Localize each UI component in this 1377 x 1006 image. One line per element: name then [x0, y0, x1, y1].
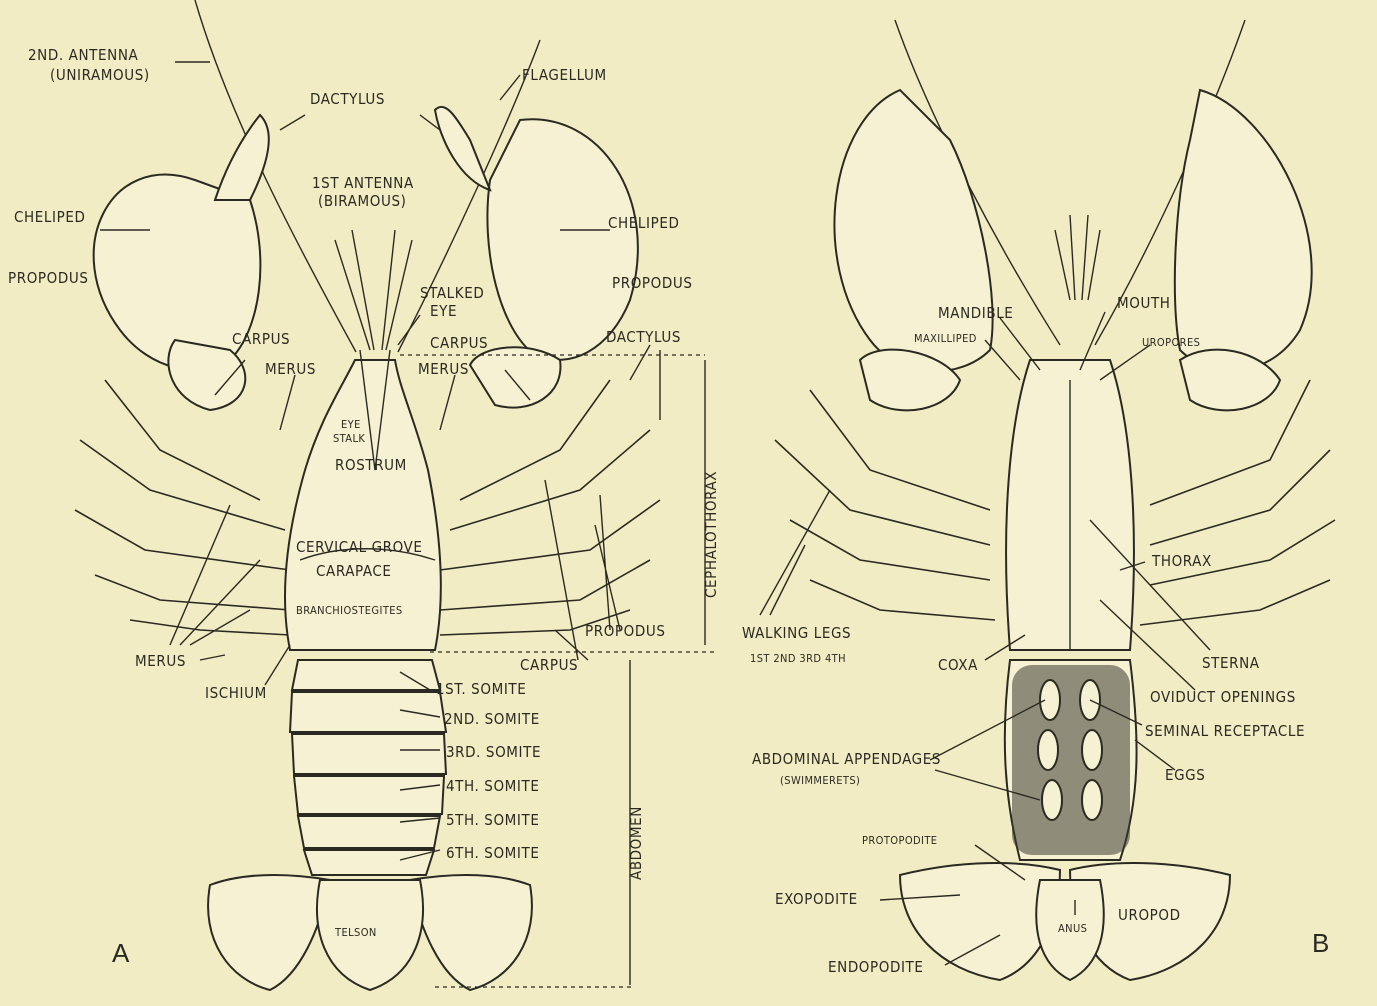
antenna1-drawing	[335, 230, 412, 350]
leg-right-2	[450, 430, 650, 530]
b-right-claw-drawing	[1175, 90, 1312, 370]
label-protopodite: PROTOPODITE	[862, 834, 937, 847]
label-dactylus-top: DACTYLUS	[310, 90, 385, 108]
label-cheliped-right: CHELIPED	[608, 214, 679, 232]
leader-ischium	[265, 645, 290, 685]
b-leg-left-4	[810, 580, 995, 620]
label-carpus-left: CARPUS	[232, 330, 290, 348]
b-leg-right-2	[1150, 450, 1330, 545]
b-egg-mass-drawing	[1012, 665, 1130, 855]
label-cervical-grove: CERVICAL GROVE	[296, 538, 423, 556]
label-walking-legs-numbers: 1ST 2ND 3RD 4TH	[750, 652, 846, 665]
label-eggs: EGGS	[1165, 766, 1205, 784]
b-leader-walking-legs	[760, 490, 830, 615]
leader-merus-legs	[170, 505, 260, 660]
b-leg-left-3	[790, 520, 990, 580]
label-somite-2: 2ND. SOMITE	[444, 710, 540, 728]
label-propodus-legs: PROPODUS	[585, 622, 666, 640]
label-1st-antenna: 1ST ANTENNA	[312, 174, 414, 192]
leader-stalked-eye	[398, 315, 420, 345]
label-oviduct-openings: OVIDUCT OPENINGS	[1150, 688, 1296, 706]
right-claw-propodus-drawing	[487, 119, 637, 360]
right-dactylus-drawing	[435, 107, 490, 190]
label-uniramous: (UNIRAMOUS)	[50, 66, 150, 84]
b-leg-right-4	[1140, 580, 1330, 625]
label-stalked: STALKED	[420, 284, 484, 302]
panel-letter-a: A	[112, 938, 130, 968]
label-cephalothorax: CEPHALOTHORAX	[702, 471, 720, 598]
somite-3-drawing	[292, 734, 446, 774]
label-somite-3: 3RD. SOMITE	[446, 743, 541, 761]
somite-2-drawing	[290, 692, 446, 732]
label-propodus-left: PROPODUS	[8, 269, 89, 287]
label-merus-left: MERUS	[265, 360, 316, 378]
panel-a-dorsal-view: 2ND. ANTENNA (UNIRAMOUS) FLAGELLUM DACTY…	[8, 0, 720, 990]
label-somite-1: 1ST. SOMITE	[436, 680, 526, 698]
label-swimmerets: (SWIMMERETS)	[780, 774, 860, 787]
label-telson: TELSON	[334, 926, 377, 939]
label-somite-6: 6TH. SOMITE	[446, 844, 539, 862]
leg-left-3	[75, 510, 290, 570]
label-carapace: CARAPACE	[316, 562, 392, 580]
label-exopodite: EXOPODITE	[775, 890, 858, 908]
b-antenna1-drawing	[1055, 215, 1100, 300]
label-mouth: MOUTH	[1117, 294, 1171, 312]
panel-b-ventral-view: MANDIBLE MOUTH MAXILLIPED UROPORES THORA…	[742, 20, 1335, 980]
uropod-right-drawing	[410, 875, 532, 990]
label-sterna: STERNA	[1202, 654, 1260, 672]
label-flagellum: FLAGELLUM	[522, 66, 607, 84]
label-thorax: THORAX	[1151, 552, 1212, 570]
somite-1-drawing	[292, 660, 440, 690]
label-carpus-right: CARPUS	[430, 334, 488, 352]
label-dactylus-right: DACTYLUS	[606, 328, 681, 346]
label-carpus-legs: CARPUS	[520, 656, 578, 674]
label-anus: ANUS	[1058, 922, 1087, 935]
label-cheliped-left: CHELIPED	[14, 208, 85, 226]
panel-letter-b: B	[1312, 928, 1329, 958]
label-biramous: (BIRAMOUS)	[318, 192, 406, 210]
b-left-claw-drawing	[834, 90, 992, 371]
label-abdominal-appendages: ABDOMINAL APPENDAGES	[752, 750, 941, 768]
label-merus-legs: MERUS	[135, 652, 186, 670]
label-uropod: UROPOD	[1118, 906, 1181, 924]
label-seminal-receptacle: SEMINAL RECEPTACLE	[1145, 722, 1305, 740]
leg-left-2	[80, 440, 285, 530]
label-somite-5: 5TH. SOMITE	[446, 811, 539, 829]
somite-6-drawing	[304, 850, 434, 875]
label-2nd-antenna: 2ND. ANTENNA	[28, 46, 139, 64]
label-abdomen: ABDOMEN	[627, 806, 645, 880]
b-swimmeret-3	[1038, 730, 1058, 770]
label-mandible: MANDIBLE	[938, 304, 1013, 322]
leg-right-4	[440, 560, 650, 610]
uropod-left-drawing	[208, 875, 330, 990]
label-branchiostegites: BRANCHIOSTEGITES	[296, 604, 403, 617]
label-uropores: UROPORES	[1142, 336, 1200, 349]
label-somite-4: 4TH. SOMITE	[446, 777, 539, 795]
somite-4-drawing	[294, 776, 444, 814]
leader-dactylus-top	[280, 115, 440, 130]
label-rostrum: ROSTRUM	[335, 456, 407, 474]
label-coxa: COXA	[938, 656, 978, 674]
label-endopodite: ENDOPODITE	[828, 958, 924, 976]
b-swimmeret-4	[1082, 730, 1102, 770]
b-swimmeret-5	[1042, 780, 1062, 820]
leader-dactylus-right	[630, 345, 660, 420]
label-ischium: ISCHIUM	[205, 684, 267, 702]
label-propodus-right: PROPODUS	[612, 274, 693, 292]
label-eye: EYE	[430, 302, 457, 320]
right-carpus-drawing	[470, 347, 560, 407]
label-eye-stalk-1: EYE	[341, 418, 361, 431]
b-swimmeret-6	[1082, 780, 1102, 820]
label-merus-right: MERUS	[418, 360, 469, 378]
label-eye-stalk-2: STALK	[333, 432, 365, 445]
label-maxilliped: MAXILLIPED	[914, 332, 977, 345]
b-swimmeret-1	[1040, 680, 1060, 720]
label-walking-legs: WALKING LEGS	[742, 624, 851, 642]
